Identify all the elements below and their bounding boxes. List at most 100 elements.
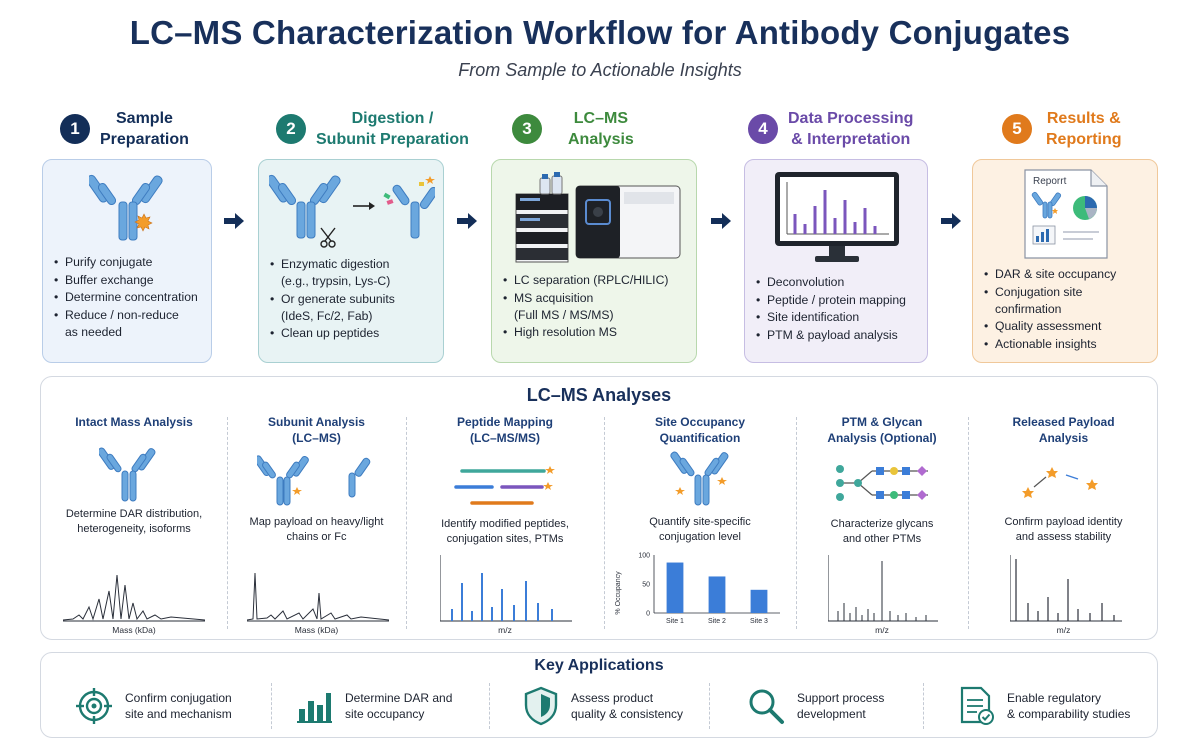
analysis-title: Site Occupancy Quantification	[654, 415, 746, 445]
step-2-list: Enzymatic digestion (e.g., trypsin, Lys-…	[259, 256, 443, 343]
analysis-title: Subunit Analysis (LC–MS)	[268, 415, 365, 445]
step-2-header: 2 Digestion / Subunit Preparation	[276, 106, 469, 152]
arrow-right-icon	[711, 213, 731, 229]
step-4-item: Site identification	[745, 309, 927, 326]
step-1-title: Sample Preparation	[100, 110, 189, 148]
step-2-item: Enzymatic digestion (e.g., trypsin, Lys-…	[259, 256, 443, 290]
step-4-item: PTM & payload analysis	[745, 327, 927, 344]
analysis-desc: Determine DAR distribution, heterogeneit…	[65, 508, 203, 535]
chart-y-axis-label: % Occupancy	[615, 571, 622, 615]
arrow-right-icon	[457, 213, 477, 229]
analysis-ptm-glycan: PTM & Glycan Analysis (Optional) Charact…	[796, 413, 968, 635]
analysis-desc: Characterize glycans and other PTMs	[830, 518, 934, 545]
lc-ms-analyses-panel: LC–MS Analyses Intact Mass Analysis Dete…	[40, 376, 1158, 640]
analysis-title: PTM & Glycan Analysis (Optional)	[827, 415, 937, 445]
key-applications-title: Key Applications	[534, 657, 664, 674]
step-3-number: 3	[512, 114, 542, 144]
step-5-header: 5 Results & Reporting	[1002, 106, 1122, 152]
step-1-list: Purify conjugate Buffer exchange Determi…	[43, 254, 211, 341]
key-app-item: Confirm conjugation site and mechanism	[75, 679, 232, 733]
payload-icon	[1022, 467, 1098, 498]
column-divider	[923, 683, 924, 729]
shield-check-icon	[524, 686, 558, 726]
ms-spectrum-icon	[1010, 555, 1122, 622]
arrow-right-icon	[941, 213, 961, 229]
subunit-antibody-icon	[257, 455, 371, 506]
x-axis-label: Mass (kDa)	[294, 625, 339, 635]
analysis-subunit: Subunit Analysis (LC–MS) Map payload on …	[227, 413, 406, 635]
analysis-desc: Map payload on heavy/light chains or Fc	[249, 516, 384, 543]
column-divider	[489, 683, 490, 729]
report-icon: Reporrt	[1024, 169, 1108, 259]
step-1-box: Purify conjugate Buffer exchange Determi…	[42, 159, 212, 363]
chart-x-tick: Site 1	[666, 618, 684, 625]
chart-y-tick: 0	[646, 611, 650, 618]
mass-spectrum-icon	[247, 572, 389, 622]
step-2-item: Clean up peptides	[259, 325, 443, 342]
column-divider	[968, 417, 969, 629]
key-app-item: Assess product quality & consistency	[523, 679, 683, 733]
step-5-box: Reporrt DAR & site occupancy Conjugation…	[972, 159, 1158, 363]
step-1-header: 1 Sample Preparation	[60, 106, 189, 152]
lc-ms-instrument-icon	[515, 172, 681, 263]
column-divider	[604, 417, 605, 629]
antibody-icon	[99, 447, 156, 502]
x-axis-label: Mass (kDa)	[112, 625, 156, 635]
step-1-number: 1	[60, 114, 90, 144]
step-3-list: LC separation (RPLC/HILIC) MS acquisitio…	[492, 272, 696, 342]
digestion-icon	[269, 174, 435, 248]
step-1-item: Purify conjugate	[43, 254, 211, 271]
step-5-number: 5	[1002, 114, 1032, 144]
key-app-text: Enable regulatory & comparability studie…	[1007, 691, 1131, 721]
report-icon-label: Reporrt	[1033, 176, 1067, 187]
x-axis-label: m/z	[875, 625, 889, 635]
chart-x-tick: Site 2	[708, 618, 726, 625]
step-5-item: Conjugation site confirmation	[973, 284, 1157, 318]
step-1-item: Buffer exchange	[43, 272, 211, 289]
step-4-header: 4 Data Processing & Interpretation	[748, 106, 913, 152]
key-applications-panel: Key Applications Confirm conjugation sit…	[40, 652, 1158, 738]
antibody-conjugate-icon	[89, 174, 163, 241]
analysis-released-payload: Released Payload Analysis Confirm payloa…	[968, 413, 1159, 635]
analysis-desc: Identify modified peptides, conjugation …	[441, 518, 569, 545]
analysis-site-occupancy: Site Occupancy Quantification Quantify s…	[604, 413, 796, 635]
scissors-icon	[320, 227, 336, 248]
key-app-text: Determine DAR and site occupancy	[345, 691, 453, 721]
column-divider	[406, 417, 407, 629]
column-divider	[709, 683, 710, 729]
bar-chart-icon	[297, 693, 332, 723]
key-app-item: Enable regulatory & comparability studie…	[959, 679, 1130, 733]
page-title: LC–MS Characterization Workflow for Anti…	[129, 14, 1071, 51]
step-3-title: LC–MS Analysis	[568, 110, 634, 148]
glycan-structure-icon	[836, 465, 928, 501]
key-app-text: Confirm conjugation site and mechanism	[125, 691, 232, 721]
chart-y-tick: 100	[638, 553, 650, 560]
column-divider	[271, 683, 272, 729]
chart-bar	[750, 589, 768, 613]
arrow-right-icon	[224, 213, 244, 229]
x-axis-label: m/z	[498, 625, 512, 635]
step-4-number: 4	[748, 114, 778, 144]
step-4-title: Data Processing & Interpretation	[788, 110, 914, 148]
step-4-box: Deconvolution Peptide / protein mapping …	[744, 159, 928, 363]
step-3-item: LC separation (RPLC/HILIC)	[492, 272, 696, 289]
step-4-item: Deconvolution	[745, 274, 927, 291]
key-app-text: Support process development	[797, 691, 885, 721]
step-5-item: DAR & site occupancy	[973, 266, 1157, 283]
x-axis-label: m/z	[1056, 625, 1071, 635]
step-5-title: Results & Reporting	[1046, 110, 1122, 148]
chart-bar	[666, 562, 684, 613]
step-2-title: Digestion / Subunit Preparation	[316, 110, 469, 148]
column-divider	[796, 417, 797, 629]
magnifier-icon	[749, 689, 784, 724]
key-app-item: Support process development	[747, 679, 884, 733]
antibody-conjugate-icon	[670, 451, 729, 506]
analysis-title: Intact Mass Analysis	[75, 415, 193, 429]
step-2-box: Enzymatic digestion (e.g., trypsin, Lys-…	[258, 159, 444, 363]
step-3-header: 3 LC–MS Analysis	[512, 106, 634, 152]
key-app-item: Determine DAR and site occupancy	[295, 679, 452, 733]
chart-x-tick: Site 3	[750, 618, 768, 625]
page-subtitle: From Sample to Actionable Insights	[458, 60, 742, 80]
analysis-desc: Confirm payload identity and assess stab…	[1004, 516, 1123, 543]
